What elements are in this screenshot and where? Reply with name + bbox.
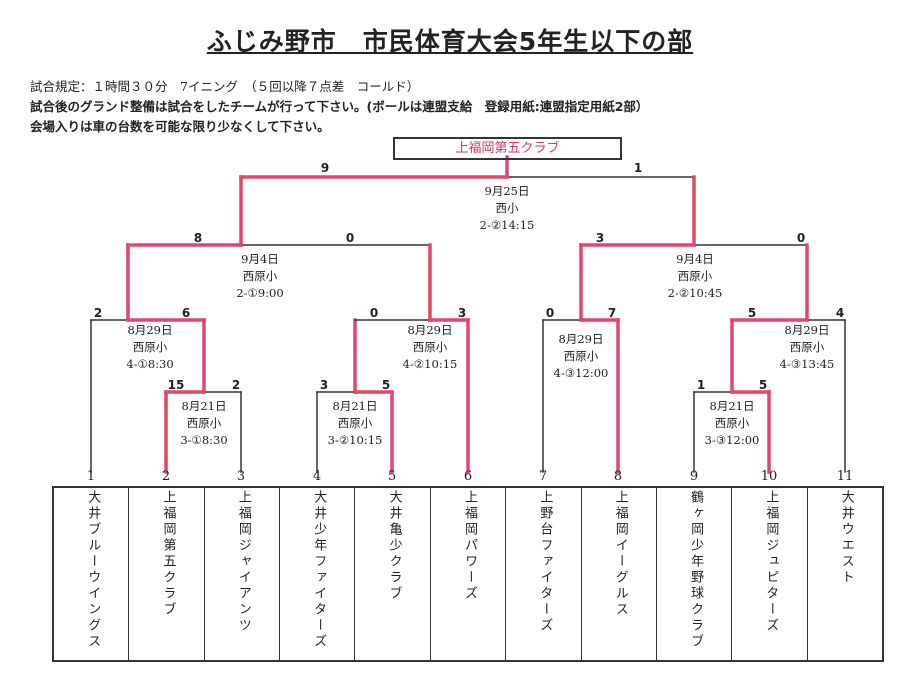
- team-column: 大井亀少クラブ: [354, 488, 429, 660]
- match-slot: 4-①8:30: [126, 357, 174, 371]
- team-name: 大井ブルーウイングス: [85, 490, 101, 650]
- team-number: 1: [86, 469, 96, 484]
- champion-box: 上福岡第五クラブ: [393, 137, 622, 160]
- match-score-right: 1: [633, 161, 643, 175]
- match-date: 9月25日: [484, 184, 530, 198]
- match-date: 8月21日: [181, 399, 227, 413]
- match-venue: 西原小: [563, 349, 599, 363]
- team-number: 5: [387, 469, 397, 484]
- match-score-right: 7: [607, 306, 617, 320]
- match-venue: 西小: [495, 201, 519, 215]
- team-column: 鶴ヶ岡少年野球クラブ: [655, 488, 731, 660]
- match-score-left: 1: [696, 378, 706, 392]
- match-score-left: 0: [369, 306, 379, 320]
- rule-ground-maintenance: 試合後のグランド整備は試合をしたチームが行って下さい。(ボールは連盟支給 登録用…: [30, 99, 649, 114]
- match-slot: 3-①8:30: [180, 433, 228, 447]
- match-info-qf3: 8月29日西原小 4-③12:00: [526, 331, 636, 382]
- rule-match-regulation: 試合規定：１時間３０分 7イニング （５回以降７点差 コールド）: [30, 79, 420, 94]
- team-number: 9: [689, 469, 699, 484]
- rule-parking: 会場入りは車の台数を可能な限り少なくして下さい。: [30, 119, 330, 134]
- match-score-right: 6: [181, 306, 191, 320]
- match-date: 8月21日: [332, 399, 378, 413]
- match-venue: 西原小: [186, 416, 222, 430]
- match-date: 8月29日: [127, 323, 173, 337]
- match-score-left: 0: [545, 306, 555, 320]
- team-name: 上福岡第五クラブ: [160, 490, 176, 618]
- team-column: 上野台ファイターズ: [505, 488, 580, 660]
- match-score-right: 4: [835, 306, 845, 320]
- team-name: 大井ウエスト: [838, 490, 854, 586]
- team-number: 6: [463, 469, 473, 484]
- match-venue: 西原小: [132, 340, 168, 354]
- match-score-right: 0: [345, 231, 355, 245]
- match-score-right: 3: [457, 306, 467, 320]
- team-name: 上野台ファイターズ: [537, 490, 553, 634]
- match-score-left: 8: [193, 231, 203, 245]
- match-date: 8月29日: [407, 323, 453, 337]
- match-info-qf2: 8月29日西原小 4-②10:15: [375, 322, 485, 373]
- team-column: 大井少年ファイターズ: [279, 488, 354, 660]
- match-score-right: 0: [796, 231, 806, 245]
- team-number: 8: [613, 469, 623, 484]
- team-name: 上福岡ジャイアンツ: [235, 490, 251, 634]
- match-score-left: 9: [320, 161, 330, 175]
- match-slot: 4-③13:45: [779, 357, 835, 371]
- match-info-final: 9月25日西小 2-②14:15: [452, 183, 562, 234]
- team-column: 大井ウエスト: [806, 488, 882, 660]
- match-date: 8月29日: [558, 332, 604, 346]
- match-score-left: 15: [167, 378, 185, 392]
- match-venue: 西原小: [412, 340, 448, 354]
- team-name: 上福岡イーグルス: [612, 490, 628, 618]
- match-date: 9月4日: [241, 252, 279, 266]
- team-column: 上福岡第五クラブ: [128, 488, 203, 660]
- match-score-left: 3: [319, 378, 329, 392]
- match-slot: 2-①9:00: [236, 286, 284, 300]
- team-name: 上福岡パワーズ: [461, 490, 477, 602]
- team-number: 3: [236, 469, 246, 484]
- page-title: ふじみ野市 市民体育大会5年生以下の部: [206, 27, 694, 56]
- match-slot: 3-③12:00: [704, 433, 760, 447]
- team-table: 大井ブルーウイングス 上福岡第五クラブ 上福岡ジャイアンツ 大井少年ファイターズ 大井亀…: [52, 486, 884, 662]
- match-date: 8月21日: [709, 399, 755, 413]
- match-score-right: 2: [231, 378, 241, 392]
- match-score-right: 5: [758, 378, 768, 392]
- match-info-qf4: 8月29日西原小 4-③13:45: [752, 322, 862, 373]
- team-column: 上福岡パワーズ: [429, 488, 505, 660]
- match-slot: 4-③12:00: [553, 366, 609, 380]
- team-name: 大井亀少クラブ: [386, 490, 402, 602]
- match-venue: 西原小: [789, 340, 825, 354]
- match-score-left: 3: [595, 231, 605, 245]
- team-column: 上福岡イーグルス: [580, 488, 656, 660]
- match-slot: 2-②14:15: [479, 218, 535, 232]
- team-column: 上福岡ジャイアンツ: [203, 488, 279, 660]
- match-slot: 3-②10:15: [327, 433, 383, 447]
- match-info-r1a: 8月21日西原小 3-①8:30: [149, 398, 259, 449]
- match-info-qf1: 8月29日西原小 4-①8:30: [95, 322, 205, 373]
- match-slot: 2-②10:45: [667, 286, 723, 300]
- match-info-r1c: 8月21日西原小 3-③12:00: [677, 398, 787, 449]
- team-number: 10: [760, 469, 778, 484]
- match-score-left: 2: [93, 306, 103, 320]
- match-venue: 西原小: [337, 416, 373, 430]
- team-name: 上福岡ジュピターズ: [763, 490, 779, 634]
- team-name: 鶴ヶ岡少年野球クラブ: [688, 490, 704, 650]
- team-column: 大井ブルーウイングス: [54, 488, 128, 660]
- match-info-sf1: 9月4日西原小 2-①9:00: [205, 251, 315, 302]
- team-number: 7: [538, 469, 548, 484]
- team-name: 大井少年ファイターズ: [311, 490, 327, 650]
- match-slot: 4-②10:15: [402, 357, 458, 371]
- match-date: 8月29日: [784, 323, 830, 337]
- match-score-left: 5: [747, 306, 757, 320]
- match-score-right: 5: [381, 378, 391, 392]
- team-number: 11: [836, 469, 854, 484]
- match-info-sf2: 9月4日西原小 2-②10:45: [640, 251, 750, 302]
- team-number: 4: [312, 469, 322, 484]
- match-date: 9月4日: [676, 252, 714, 266]
- team-number: 2: [161, 469, 171, 484]
- match-venue: 西原小: [242, 269, 278, 283]
- match-info-r1b: 8月21日西原小 3-②10:15: [300, 398, 410, 449]
- match-venue: 西原小: [714, 416, 750, 430]
- match-venue: 西原小: [677, 269, 713, 283]
- team-column: 上福岡ジュピターズ: [731, 488, 806, 660]
